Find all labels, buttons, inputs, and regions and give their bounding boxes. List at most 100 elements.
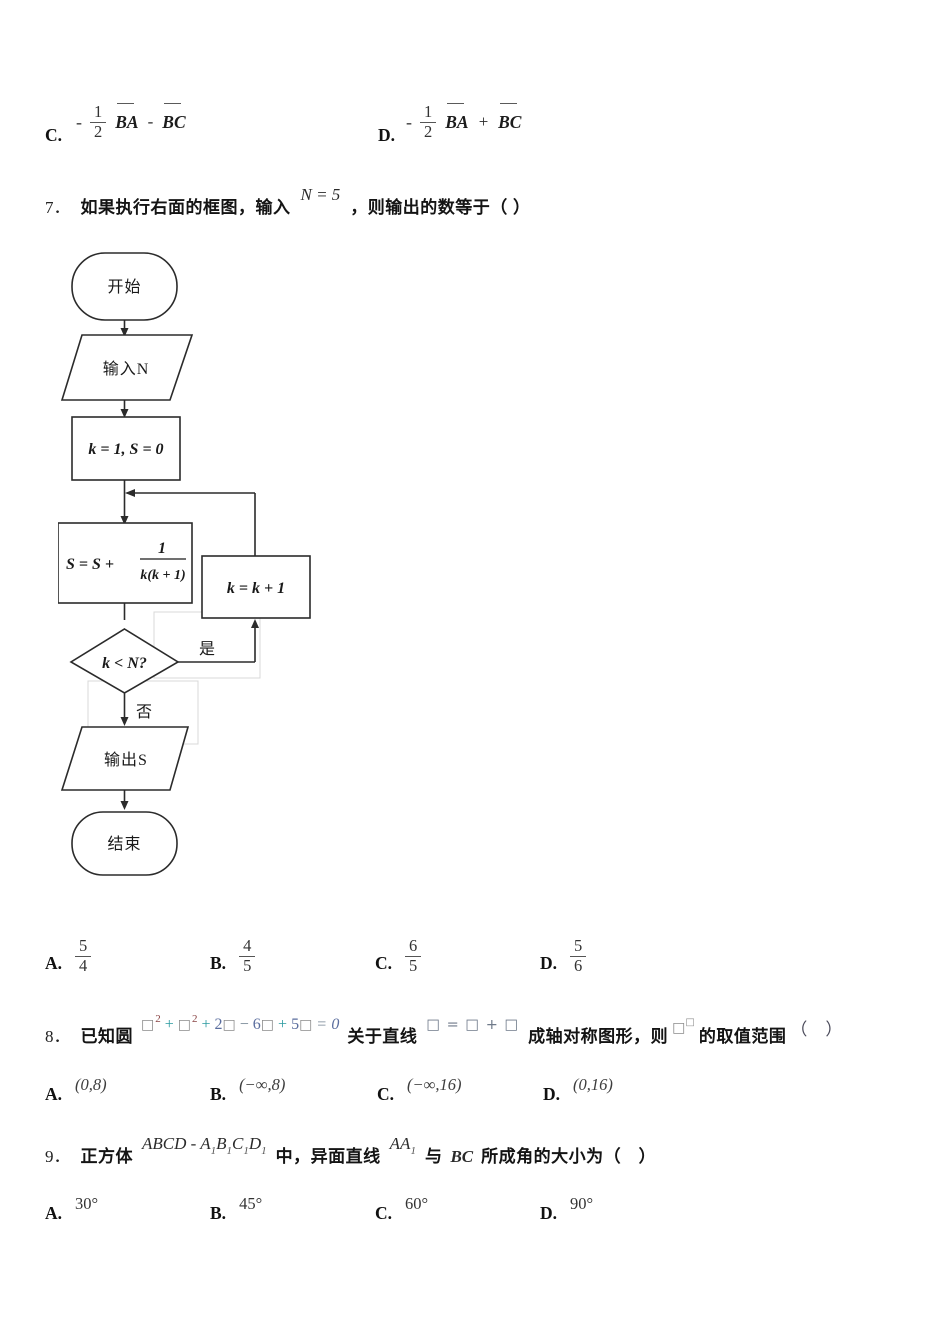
q8-stem: 8． 已知圆 □2+□2+2□−6□+5□=0 关于直线 □ = □ + □ 成… — [45, 1013, 843, 1047]
question-text: 的取值范围 — [698, 1027, 787, 1046]
decision-node — [69, 628, 180, 694]
option-fraction: 5 4 — [75, 936, 92, 975]
option-value: 45° — [239, 1194, 263, 1213]
range-superscript: □ — [685, 1017, 695, 1028]
init-label: k = 1, S = 0 — [88, 441, 163, 458]
line-equation: □ = □ + □ — [426, 1017, 520, 1033]
flowchart-svg: 开始 输入N k = 1, S = 0 S = S + 1 k(k + 1) k… — [58, 252, 311, 876]
q8-option-d: D. (0,16) — [543, 1075, 613, 1106]
question-text: 中，异面直线 — [275, 1147, 381, 1166]
question-text: 关于直线 — [347, 1027, 418, 1046]
question-text: 所成角的大小为（ ） — [481, 1147, 657, 1166]
range-expression: □□ — [672, 1017, 695, 1036]
q7-option-d: D. 5 6 — [540, 925, 587, 975]
question-text: 正方体 — [80, 1147, 133, 1166]
fraction-denominator: 4 — [75, 955, 92, 975]
q6-option-d-label: D. — [378, 125, 396, 145]
input-label: 输入N — [103, 360, 150, 378]
vector-term-bc: BC — [162, 102, 186, 133]
option-fraction: 4 5 — [239, 936, 256, 975]
increment-node — [201, 555, 311, 619]
question-text: 与 — [424, 1147, 443, 1166]
circle-equation: □2+□2+2□−6□+5□=0 — [141, 1013, 340, 1033]
q8-option-b: B. (−∞,8) — [210, 1075, 286, 1106]
minus-sign: - — [76, 111, 82, 132]
q9-stem: 9． 正方体 ABCD - A1B1C1D1 中，异面直线 AA1 与 BC 所… — [45, 1134, 657, 1167]
option-value: 60° — [405, 1194, 429, 1213]
vector-overbar-icon — [164, 102, 182, 104]
vector-overbar-icon — [447, 102, 465, 104]
option-label: B. — [210, 953, 227, 973]
fraction-denominator: 6 — [570, 955, 587, 975]
option-value: 90° — [570, 1194, 594, 1213]
fraction-numerator: 4 — [243, 936, 252, 956]
flow-connectors — [123, 320, 256, 803]
vector-term-ba: BA — [115, 102, 139, 133]
option-label: A. — [45, 1084, 63, 1104]
input-node — [60, 334, 194, 401]
vector-overbar-icon — [117, 102, 135, 104]
q8-option-c: C. (−∞,16) — [377, 1075, 462, 1106]
q6-option-c-formula: - 1 2 BA - BC — [76, 96, 189, 148]
q7-stem: 7． 如果执行右面的框图，输入 N = 5 ，则输出的数等于（ ） — [45, 185, 531, 218]
accumulate-denominator: k(k + 1) — [140, 568, 185, 583]
fraction-numerator: 1 — [424, 102, 433, 122]
cube-notation: ABCD - A1B1C1D1 — [142, 1134, 267, 1157]
question-number: 8． — [45, 1027, 71, 1046]
option-value: 30° — [75, 1194, 99, 1213]
q8-option-a: A. (0,8) — [45, 1075, 107, 1106]
no-label: 否 — [136, 704, 153, 721]
q6-option-d-formula: - 1 2 BA + BC — [406, 96, 524, 148]
minus-sign: - — [406, 111, 412, 132]
output-label: 输出S — [104, 751, 148, 769]
option-fraction: 5 6 — [570, 936, 587, 975]
operator: + — [477, 112, 490, 131]
question-text: ，则输出的数等于（ ） — [350, 198, 531, 217]
q7-option-c: C. 6 5 — [375, 925, 422, 975]
fraction-numerator: 6 — [409, 936, 418, 956]
operator: - — [147, 112, 154, 131]
q9-option-d: D. 90° — [540, 1194, 594, 1225]
decision-label: k < N? — [102, 655, 147, 672]
question-number: 7． — [45, 198, 71, 217]
yes-label: 是 — [199, 641, 216, 658]
increment-label: k = k + 1 — [227, 580, 285, 597]
flow-arrowheads — [120, 328, 259, 810]
end-label: 结束 — [107, 835, 141, 853]
question-text: 成轴对称图形，则 — [528, 1027, 669, 1046]
fraction-denominator: 2 — [90, 121, 107, 141]
option-value: (−∞,8) — [239, 1075, 286, 1094]
start-label: 开始 — [107, 278, 141, 296]
accumulate-node — [58, 522, 193, 604]
option-label: C. — [377, 1084, 395, 1104]
option-value: (0,16) — [573, 1075, 613, 1094]
option-label: D. — [543, 1084, 561, 1104]
q7-option-b: B. 4 5 — [210, 925, 256, 975]
fraction-denominator: 2 — [420, 121, 437, 141]
option-value: (0,8) — [75, 1075, 107, 1094]
option-label: B. — [210, 1203, 227, 1223]
end-node — [71, 811, 178, 876]
option-label: D. — [540, 953, 558, 973]
option-label: A. — [45, 953, 63, 973]
fraction-numerator: 1 — [94, 102, 103, 122]
vector-term-bc: BC — [498, 102, 521, 133]
fraction-one-half: 1 2 — [420, 102, 437, 141]
q9-option-a: A. 30° — [45, 1194, 99, 1225]
fraction-numerator: 5 — [574, 936, 583, 956]
q9-option-c: C. 60° — [375, 1194, 429, 1225]
option-label: B. — [210, 1084, 227, 1104]
accumulate-numerator: 1 — [158, 540, 166, 557]
option-fraction: 6 5 — [405, 936, 422, 975]
option-label: D. — [540, 1203, 558, 1223]
fraction-denominator: 5 — [405, 955, 422, 975]
answer-parentheses: （ ） — [790, 1020, 843, 1039]
question-text: 已知圆 — [80, 1027, 133, 1046]
option-value: (−∞,16) — [407, 1075, 462, 1094]
fraction-one-half: 1 2 — [90, 102, 107, 141]
vector-term-ba: BA — [445, 102, 469, 133]
start-node — [71, 252, 178, 321]
q7-option-a: A. 5 4 — [45, 925, 92, 975]
inline-math-n-equals-5: N = 5 — [300, 185, 341, 204]
q9-option-b: B. 45° — [210, 1194, 263, 1225]
